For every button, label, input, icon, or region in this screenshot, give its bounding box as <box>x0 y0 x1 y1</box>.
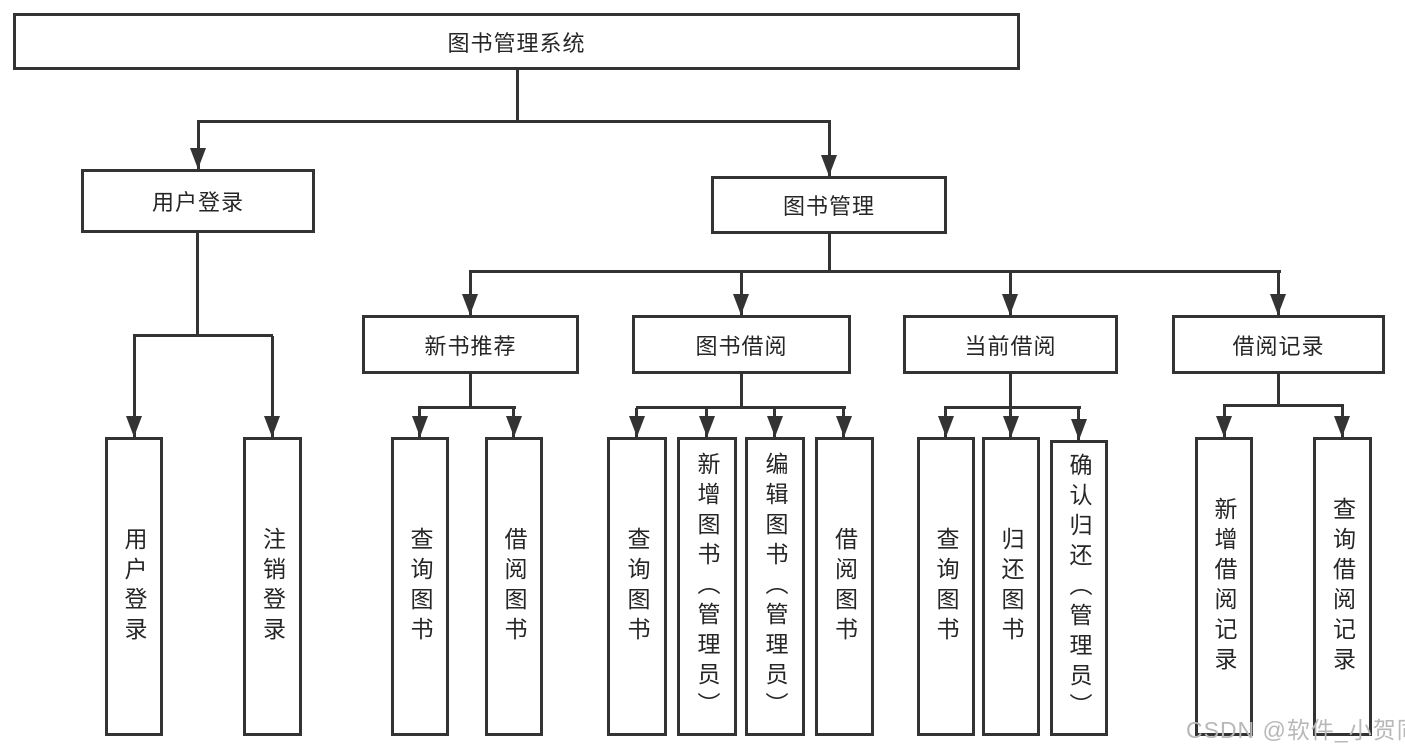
leaf-query-books-borrowing-label: 查询图书 <box>624 526 650 647</box>
leaf-user-login-label: 用户登录 <box>121 526 147 647</box>
arrow-down-icon <box>1002 294 1018 315</box>
arrow-down-icon <box>412 416 428 437</box>
arrow-down-icon <box>126 416 142 437</box>
connector-line <box>1009 272 1012 315</box>
connector-line <box>636 406 846 409</box>
arrow-down-icon <box>462 294 478 315</box>
arrow-down-icon <box>699 416 715 437</box>
connector-line <box>197 120 831 123</box>
arrow-down-icon <box>821 155 837 176</box>
connector-line <box>1223 404 1344 407</box>
arrow-down-icon <box>1003 416 1019 437</box>
leaf-return-books: 归还图书 <box>982 437 1040 736</box>
arrow-down-icon <box>190 148 206 169</box>
leaf-add-borrow-record-label: 新增借阅记录 <box>1211 496 1237 677</box>
leaf-query-borrow-record: 查询借阅记录 <box>1313 437 1372 736</box>
leaf-add-borrow-record: 新增借阅记录 <box>1195 437 1253 736</box>
leaf-logout-label: 注销登录 <box>259 526 286 647</box>
leaf-user-login: 用户登录 <box>105 437 163 736</box>
connector-line <box>197 122 200 172</box>
connector-line <box>1277 272 1280 315</box>
arrow-down-icon <box>733 294 749 315</box>
node-new-book-recommend: 新书推荐 <box>362 315 579 374</box>
connector-line <box>418 406 516 409</box>
connector-line <box>133 334 273 337</box>
arrow-down-icon <box>629 416 645 437</box>
connector-line <box>469 270 1281 273</box>
arrow-down-icon <box>1270 294 1286 315</box>
node-user-login: 用户登录 <box>81 169 315 233</box>
leaf-logout: 注销登录 <box>243 437 302 736</box>
connector-line <box>133 336 136 437</box>
leaf-borrow-books-label: 借阅图书 <box>831 526 858 647</box>
connector-line <box>196 232 199 336</box>
leaf-borrow-books-recommend: 借阅图书 <box>485 437 543 736</box>
node-borrowing-records: 借阅记录 <box>1172 315 1385 374</box>
arrow-down-icon <box>836 416 852 437</box>
connector-line <box>740 374 743 408</box>
leaf-edit-books-admin-label: 编辑图书（管理员） <box>762 451 788 722</box>
connector-line <box>944 406 1081 409</box>
leaf-borrow-books: 借阅图书 <box>815 437 874 736</box>
csdn-watermark: CSDN @软件_小贺同学 <box>1186 717 1405 743</box>
leaf-borrow-books-recommend-label: 借阅图书 <box>501 526 527 647</box>
arrow-down-icon <box>767 416 783 437</box>
arrow-down-icon <box>506 416 522 437</box>
leaf-query-books-borrowing: 查询图书 <box>607 437 667 736</box>
node-book-borrowing: 图书借阅 <box>632 315 851 374</box>
leaf-edit-books-admin: 编辑图书（管理员） <box>745 437 805 736</box>
connector-line <box>828 233 831 272</box>
leaf-query-books-current-label: 查询图书 <box>933 526 959 647</box>
node-current-borrowing: 当前借阅 <box>903 315 1118 374</box>
arrow-down-icon <box>264 416 280 437</box>
connector-line <box>469 374 472 408</box>
connector-line <box>516 69 519 122</box>
connector-line <box>1277 374 1280 406</box>
connector-line <box>740 272 743 315</box>
leaf-return-books-label: 归还图书 <box>998 526 1024 647</box>
leaf-add-books-admin-label: 新增图书（管理员） <box>694 451 720 722</box>
leaf-confirm-return-admin-label: 确认归还（管理员） <box>1066 453 1092 723</box>
connector-line <box>1009 374 1012 408</box>
leaf-query-borrow-record-label: 查询借阅记录 <box>1329 496 1356 677</box>
arrow-down-icon <box>1334 416 1350 437</box>
connector-line <box>469 272 472 315</box>
leaf-query-books-recommend-label: 查询图书 <box>407 526 433 647</box>
leaf-query-books-current: 查询图书 <box>917 437 975 736</box>
arrow-down-icon <box>1216 416 1232 437</box>
connector-line <box>271 336 274 437</box>
leaf-query-books-recommend: 查询图书 <box>391 437 449 736</box>
arrow-down-icon <box>938 416 954 437</box>
connector-line <box>828 122 831 176</box>
leaf-add-books-admin: 新增图书（管理员） <box>677 437 737 736</box>
node-book-management: 图书管理 <box>711 176 947 234</box>
arrow-down-icon <box>1071 419 1087 440</box>
node-library-system: 图书管理系统 <box>13 13 1020 70</box>
leaf-confirm-return-admin: 确认归还（管理员） <box>1050 440 1108 736</box>
